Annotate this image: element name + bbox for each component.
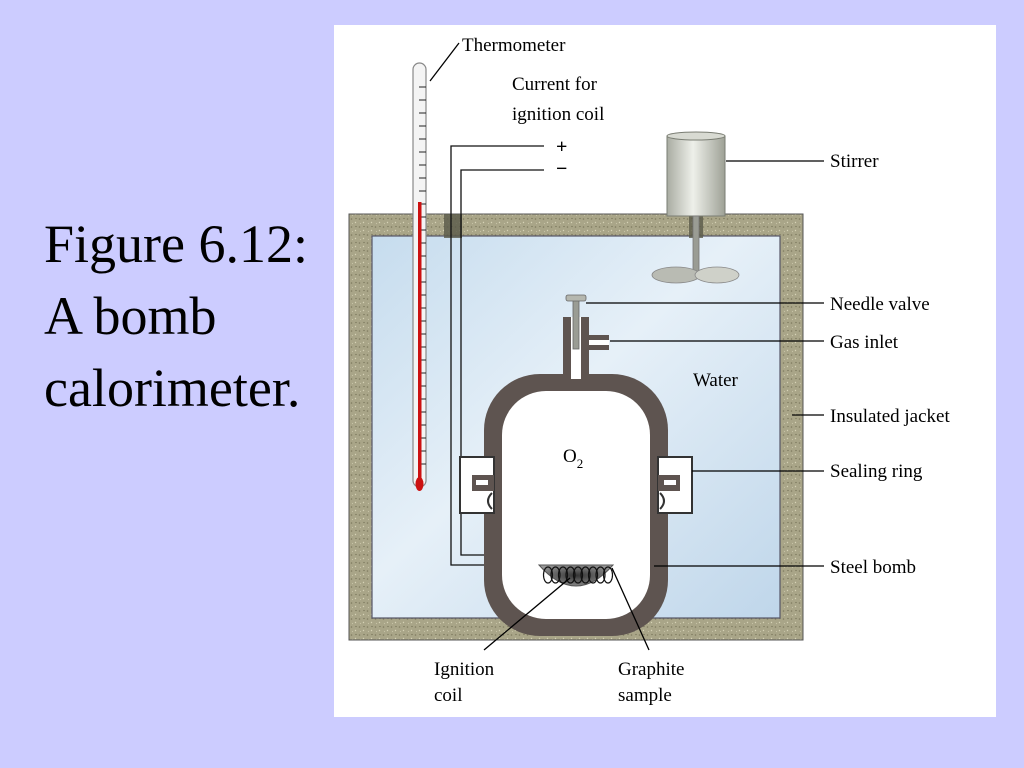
label-graphite-line1: Graphite (618, 659, 684, 680)
label-oxygen-subscript: 2 (577, 456, 584, 471)
label-steel-bomb: Steel bomb (830, 557, 916, 578)
sealing-ring-left (459, 456, 495, 514)
steel-bomb (459, 294, 693, 636)
figure-panel: Thermometer Current for ignition coil + … (334, 25, 996, 717)
coil-loop (587, 566, 599, 584)
coil-loop (572, 566, 584, 584)
coil-loop (580, 566, 591, 584)
label-oxygen-main: O (563, 446, 577, 467)
label-gas-inlet: Gas inlet (830, 332, 899, 353)
label-current-line1: Current for (512, 74, 598, 95)
stirrer (651, 131, 740, 284)
wire-port (444, 214, 462, 238)
coil-loop (542, 566, 554, 584)
needle-valve (565, 294, 587, 350)
label-minus: − (556, 158, 567, 180)
coil-loop (595, 566, 606, 584)
coil-loop (557, 566, 569, 584)
coil-loop (550, 566, 561, 584)
label-current-line2: ignition coil (512, 104, 604, 125)
mercury-column (418, 202, 422, 484)
label-ignition-line2: coil (434, 685, 463, 706)
label-sealing-ring: Sealing ring (830, 461, 923, 482)
sealing-ring-right (657, 456, 693, 514)
label-insulated-jacket: Insulated jacket (830, 406, 950, 427)
label-ignition-line1: Ignition (434, 659, 495, 680)
label-plus: + (556, 136, 567, 158)
coil-loop (565, 566, 576, 584)
thermometer (412, 62, 427, 491)
bomb-calorimeter-diagram: Thermometer Current for ignition coil + … (348, 35, 950, 706)
graphite-sample (537, 564, 615, 587)
leader-lines (429, 42, 824, 651)
label-thermometer: Thermometer (462, 35, 566, 56)
label-graphite-line2: sample (618, 685, 672, 706)
label-water: Water (693, 370, 739, 391)
slide-title: Figure 6.12: A bomb calorimeter. (44, 214, 308, 418)
label-stirrer: Stirrer (830, 151, 879, 172)
label-needle-valve: Needle valve (830, 294, 930, 315)
label-oxygen: O2 (563, 446, 583, 471)
coil-loop (602, 566, 614, 584)
ignition-coil (542, 566, 614, 584)
